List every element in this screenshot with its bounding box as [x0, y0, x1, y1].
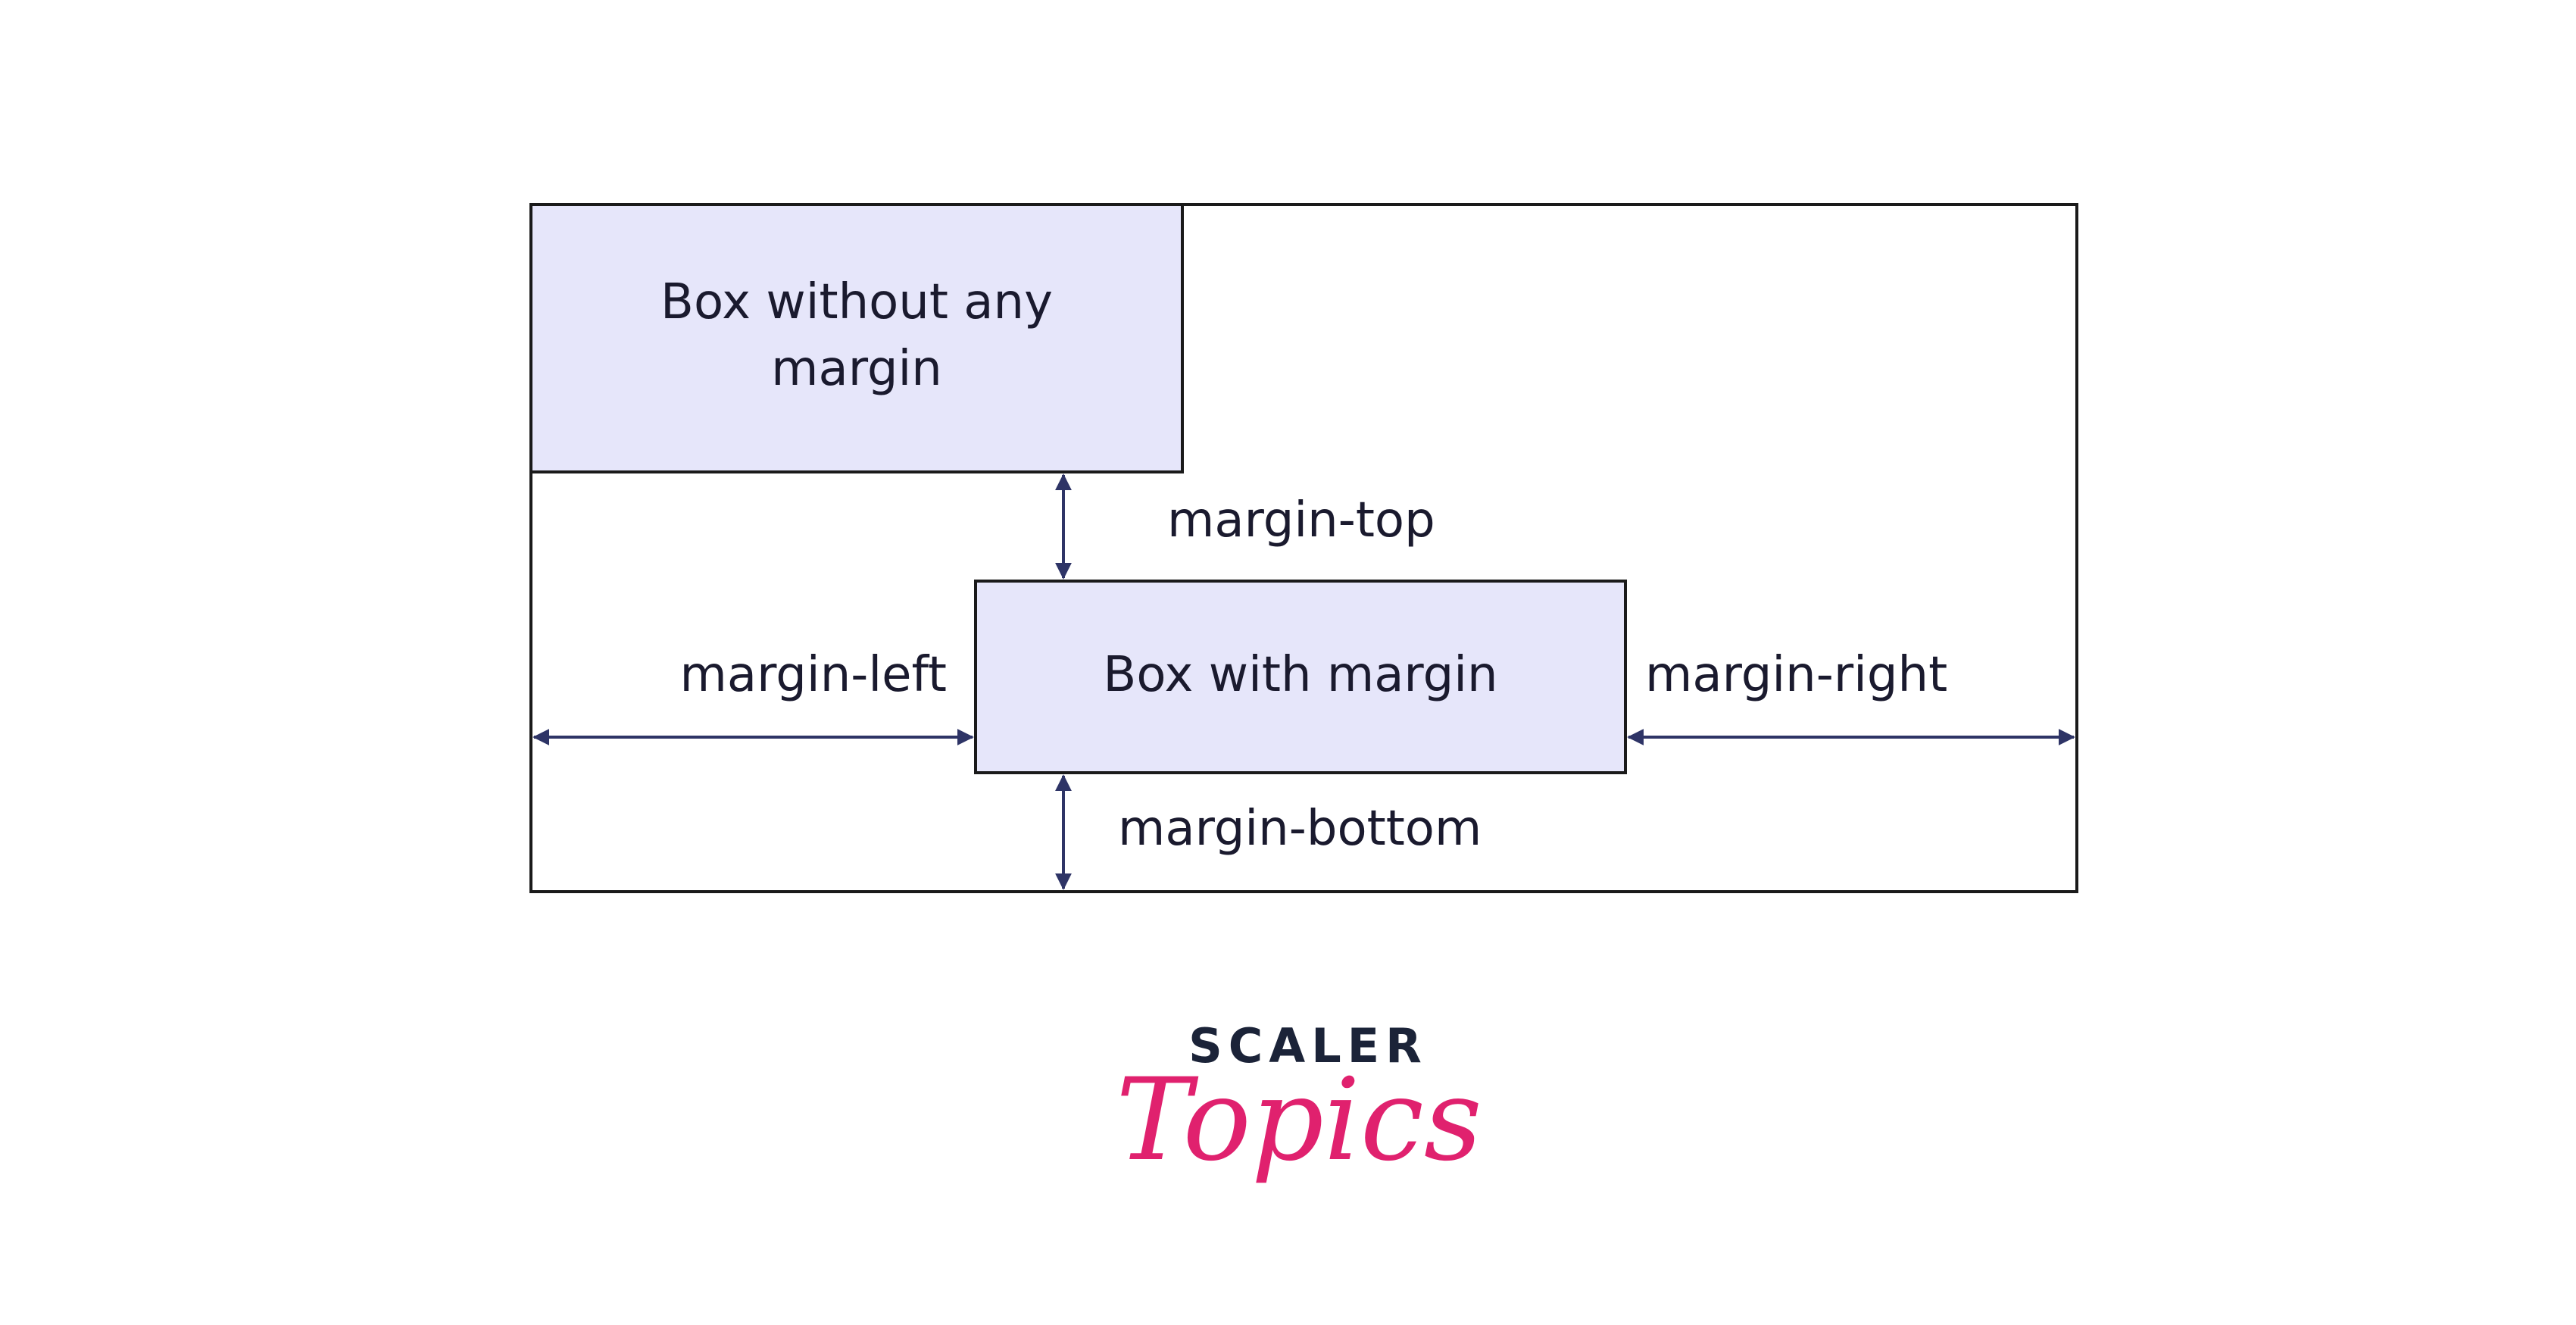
margin-left-label: margin-left [680, 647, 947, 703]
box-without-margin-label-line2: margin [771, 341, 942, 397]
margin-right-label: margin-right [1645, 647, 1947, 703]
logo-scaler-text: SCALER [1188, 1018, 1428, 1073]
box-with-margin [974, 580, 1627, 774]
margin-bottom-label: margin-bottom [1118, 801, 1482, 857]
box-without-margin-label-line1: Box without any [660, 274, 1053, 330]
margin-top-label: margin-top [1167, 492, 1435, 548]
logo-topics-text: Topics [1116, 1055, 1482, 1186]
scaler-topics-logo: SCALER Topics [1116, 1018, 1482, 1186]
box-without-margin [529, 203, 1184, 473]
box-with-margin-label: Box with margin [1103, 647, 1497, 703]
